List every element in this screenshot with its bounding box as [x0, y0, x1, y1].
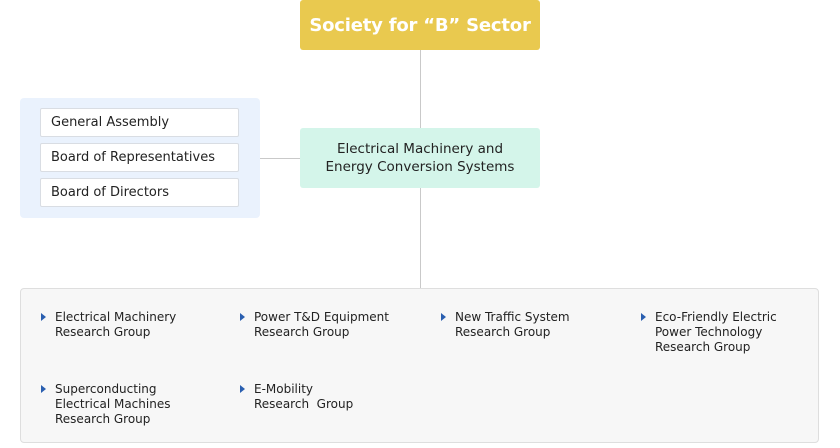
society-title-box: Society for “B” Sector [300, 0, 540, 50]
division-title-line-1: Electrical Machinery and [336, 141, 504, 157]
governance-item-board-of-directors: Board of Directors [40, 178, 239, 207]
triangle-right-icon [41, 385, 46, 393]
governance-item-general-assembly: General Assembly [40, 108, 239, 137]
research-group-e-mobility: E-Mobility Research Group [240, 382, 353, 412]
division-box: Electrical Machinery and Energy Conversi… [300, 128, 540, 188]
governance-panel: General Assembly Board of Representative… [20, 98, 260, 218]
research-group-power-td-equipment: Power T&D Equipment Research Group [240, 310, 389, 340]
connector-middle-to-groups [420, 188, 421, 288]
triangle-right-icon [641, 313, 646, 321]
triangle-right-icon [441, 313, 446, 321]
research-group-electrical-machinery: Electrical Machinery Research Group [41, 310, 176, 340]
triangle-right-icon [41, 313, 46, 321]
triangle-right-icon [240, 313, 245, 321]
research-group-eco-friendly-power: Eco-Friendly Electric Power Technology R… [641, 310, 777, 355]
connector-governance-to-middle [260, 158, 300, 159]
governance-item-board-of-representatives: Board of Representatives [40, 143, 239, 172]
research-group-superconducting-machines: Superconducting Electrical Machines Rese… [41, 382, 170, 427]
division-title-line-2: Energy Conversion Systems [325, 159, 515, 175]
society-title: Society for “B” Sector [309, 14, 531, 36]
triangle-right-icon [240, 385, 245, 393]
research-groups-panel: Electrical Machinery Research Group Powe… [20, 288, 819, 443]
connector-top-to-middle [420, 50, 421, 128]
research-group-new-traffic-system: New Traffic System Research Group [441, 310, 570, 340]
